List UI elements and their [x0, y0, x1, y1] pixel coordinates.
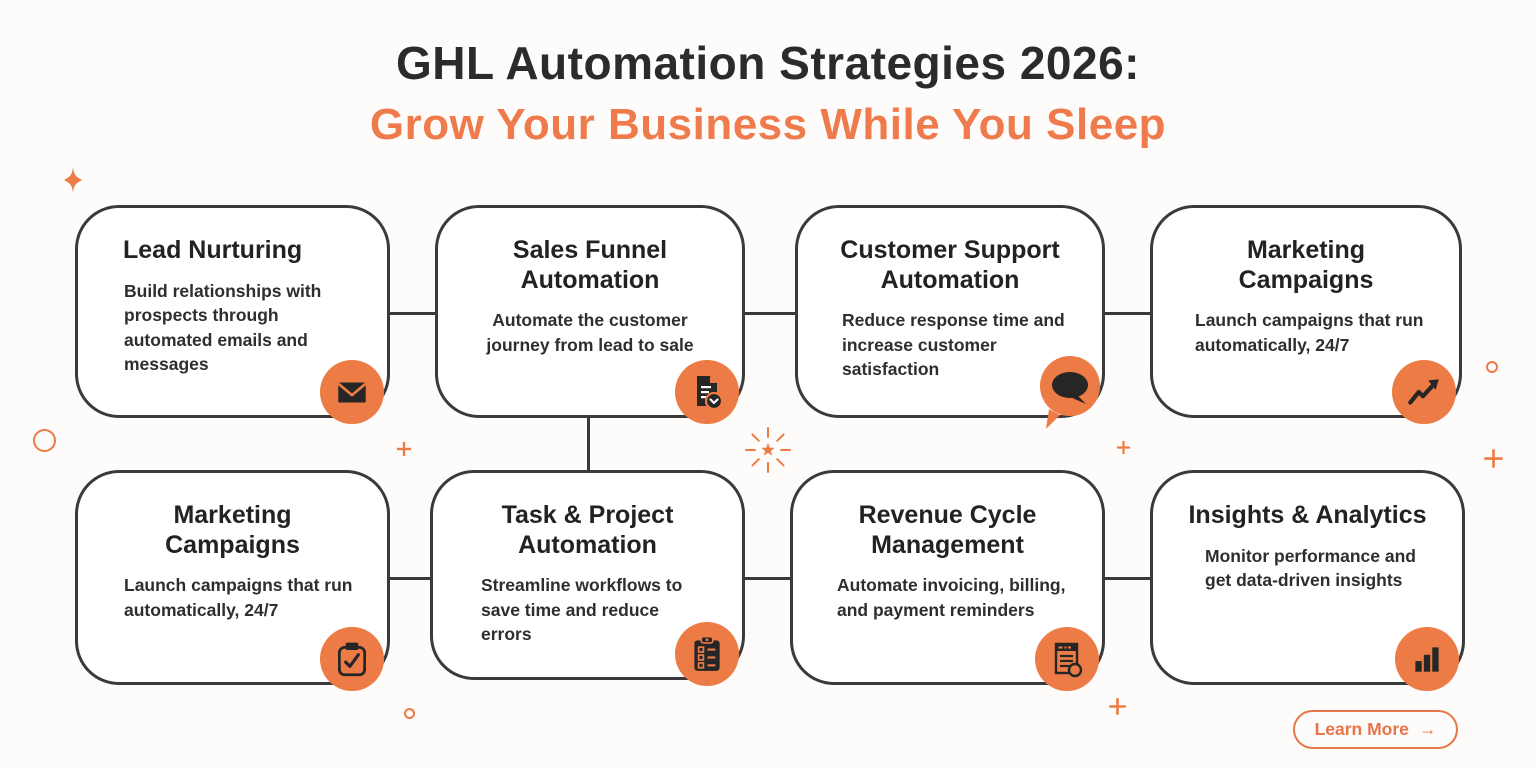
connector-line — [743, 312, 797, 315]
connector-line — [1103, 577, 1152, 580]
star-burst-icon — [742, 424, 794, 481]
page-title: GHL Automation Strategies 2026: — [396, 37, 1140, 89]
card-body: Monitor performance and get data-driven … — [1205, 545, 1416, 591]
bar-chart-icon — [1395, 627, 1459, 691]
circle-outline-icon — [1486, 361, 1498, 373]
card-marketing-campaigns-bottom: Marketing Campaigns Launch campaigns tha… — [75, 470, 390, 691]
card-marketing-campaigns-top: Marketing Campaigns Launch campaigns tha… — [1150, 205, 1462, 424]
arrow-right-icon: → — [1418, 719, 1437, 739]
trending-up-icon — [1392, 360, 1456, 424]
envelope-icon — [320, 360, 384, 424]
card-body: Streamline workflows to save time and re… — [481, 575, 683, 644]
card-body: Automate invoicing, billing, and payment… — [837, 575, 1066, 620]
chat-bubble-icon — [1032, 353, 1106, 429]
card-lead-nurturing: Lead Nurturing Build relationships with … — [75, 205, 390, 424]
circle-outline-icon — [33, 429, 56, 452]
plus-icon — [1483, 448, 1504, 474]
connector-line — [388, 312, 437, 315]
card-body: Automate the customer journey from lead … — [486, 310, 694, 355]
card-body: Launch campaigns that run automatically,… — [1195, 310, 1424, 355]
invoice-icon — [1035, 627, 1099, 691]
clipboard-check-icon — [320, 627, 384, 691]
sparkle-icon — [58, 165, 88, 200]
card-sales-funnel-automation: Sales Funnel Automation Automate the cus… — [435, 205, 745, 424]
card-title: Task & Project Automation — [501, 501, 674, 559]
card-title: Customer Support Automation — [840, 236, 1060, 294]
circle-outline-icon — [404, 708, 415, 719]
card-insights-analytics: Insights & Analytics Monitor performance… — [1150, 470, 1465, 691]
connector-line — [587, 417, 590, 472]
card-title: Lead Nurturing — [123, 236, 303, 264]
card-title: Marketing Campaigns — [1238, 236, 1374, 294]
card-title: Revenue Cycle Management — [858, 501, 1037, 559]
page-subtitle: Grow Your Business While You Sleep — [369, 100, 1167, 149]
document-check-icon — [675, 360, 739, 424]
card-title: Sales Funnel Automation — [512, 236, 668, 294]
plus-icon — [1108, 697, 1127, 721]
card-body: Launch campaigns that run automatically,… — [124, 575, 353, 620]
learn-more-label: Learn More — [1314, 719, 1409, 739]
card-revenue-cycle-management: Revenue Cycle Management Automate invoic… — [790, 470, 1105, 691]
card-body: Build relationships with prospects throu… — [124, 280, 322, 375]
card-task-project-automation: Task & Project Automation Streamline wor… — [430, 470, 745, 686]
card-title: Insights & Analytics — [1188, 501, 1427, 529]
connector-line — [388, 577, 432, 580]
card-customer-support-automation: Customer Support Automation Reduce respo… — [795, 205, 1105, 429]
connector-line — [743, 577, 792, 580]
plus-icon — [396, 441, 412, 462]
connector-line — [1103, 312, 1152, 315]
learn-more-button[interactable]: Learn More → — [1293, 710, 1458, 749]
card-body: Reduce response time and increase custom… — [842, 310, 1065, 379]
card-title: Marketing Campaigns — [165, 501, 300, 559]
checklist-icon — [675, 622, 739, 686]
plus-icon — [1116, 440, 1131, 460]
